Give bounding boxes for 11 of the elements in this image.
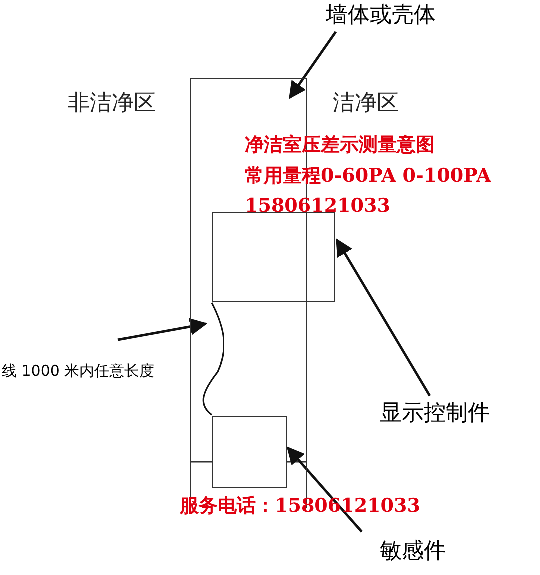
arrow [336,238,432,397]
arrow [288,31,338,100]
wall-label: 墙体或壳体 [326,0,436,30]
sensor-box [212,416,286,488]
display-control-box [212,212,335,302]
display-control-label: 显示控制件 [380,398,490,428]
cable-length-label: 线 1000 米内任意长度 [2,362,155,381]
arrow [118,318,208,342]
sensor-label: 敏感件 [380,536,446,566]
zone-label: 洁净区 [333,90,399,118]
zone-label: 非洁净区 [68,90,156,118]
